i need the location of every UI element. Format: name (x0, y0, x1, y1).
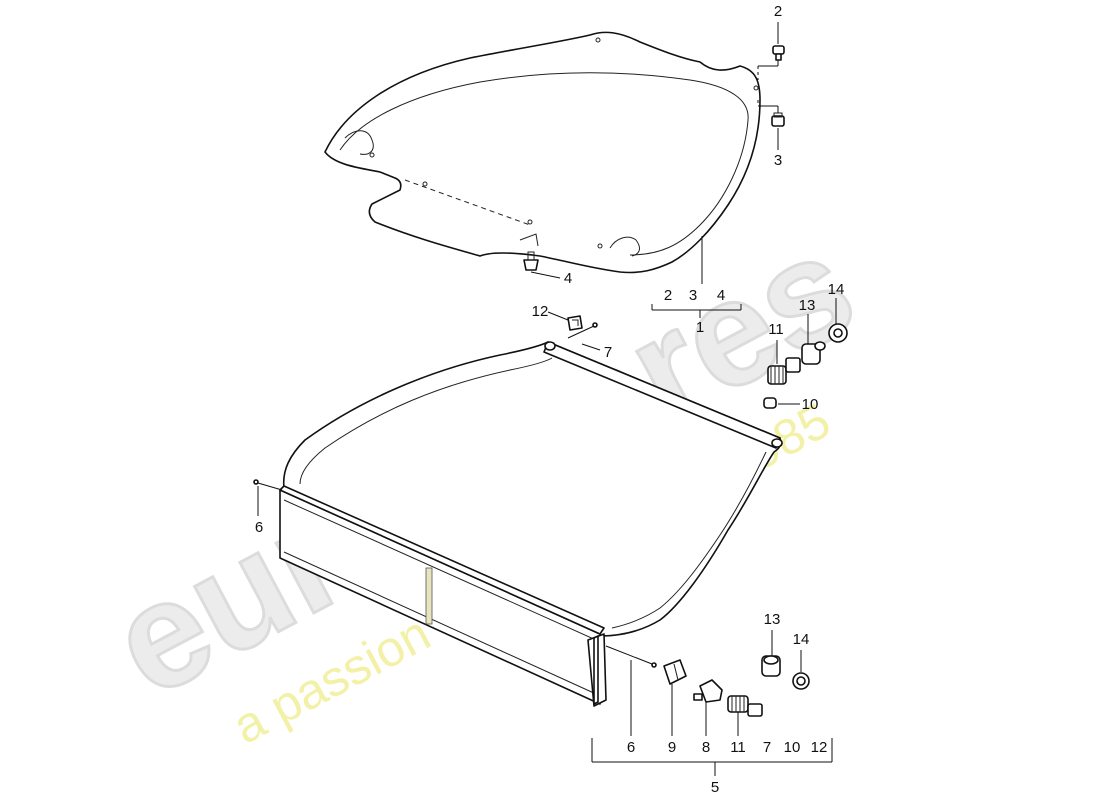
group5-total: 5 (711, 779, 719, 796)
group5-item-11: 11 (730, 739, 746, 756)
group5-item-9: 9 (668, 739, 676, 756)
callouts-cover: 12 7 11 13 14 10 6 13 14 6 9 8 11 7 10 1… (255, 281, 845, 796)
trunk-liner (324, 31, 761, 274)
rod-part-6-bottom (605, 645, 657, 668)
clip-part-12 (567, 315, 583, 331)
rod-part-7 (567, 322, 598, 339)
fastener-cap (772, 45, 785, 61)
holder-part-9 (663, 659, 687, 685)
group5-item-12: 12 (811, 739, 828, 756)
group1-item-2: 2 (664, 287, 672, 304)
callout-6: 6 (255, 519, 263, 536)
bushing-part-13 (801, 341, 826, 365)
bracket-part-8 (693, 679, 723, 703)
callouts-top: 2 3 4 2 3 4 1 (564, 3, 782, 336)
callout-3: 3 (774, 152, 782, 169)
leader-lines-cover (257, 298, 837, 776)
callout-13-bottom: 13 (764, 611, 781, 628)
leader-lines-top (530, 22, 779, 318)
ring-part-14-bottom (792, 672, 810, 690)
group1-item-4: 4 (717, 287, 725, 304)
cap-part-10 (763, 397, 777, 409)
group5-item-8: 8 (702, 739, 710, 756)
luggage-cover (279, 341, 783, 707)
callout-10: 10 (802, 396, 819, 413)
group5-item-7: 7 (763, 739, 771, 756)
callout-12: 12 (532, 303, 549, 320)
callout-13: 13 (799, 297, 816, 314)
group5-item-10: 10 (784, 739, 801, 756)
press-clip (523, 251, 539, 271)
ring-part-14 (828, 323, 848, 343)
knob-part-11-bottom (727, 695, 763, 717)
fastener-grommet (771, 112, 785, 127)
group5-item-6: 6 (627, 739, 635, 756)
callout-4: 4 (564, 270, 572, 287)
callout-14: 14 (828, 281, 845, 298)
group1-total: 1 (696, 319, 704, 336)
group1-item-3: 3 (689, 287, 697, 304)
callout-7: 7 (604, 344, 612, 361)
rod-part-6-left (253, 479, 283, 491)
callout-11: 11 (768, 321, 784, 338)
knob-part-11 (767, 357, 801, 385)
bushing-part-13-bottom (761, 655, 781, 677)
callout-14-bottom: 14 (793, 631, 810, 648)
callout-2: 2 (774, 3, 782, 20)
